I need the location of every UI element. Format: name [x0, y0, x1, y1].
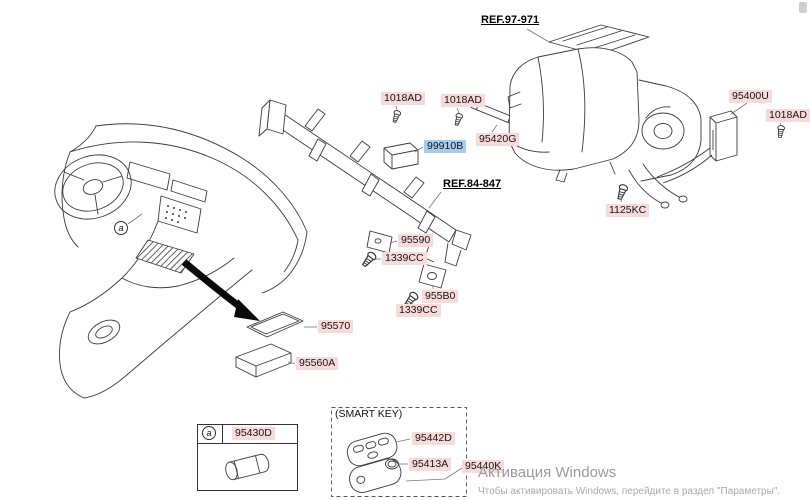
- watermark-subtitle: Чтобы активировать Windows, перейдите в …: [478, 486, 781, 497]
- hvac-unit-drawing: [507, 24, 702, 209]
- part-label-955b0[interactable]: 955B0: [422, 290, 459, 303]
- module-95400u-drawing: [656, 110, 738, 184]
- small-parts-drawings: [235, 100, 521, 378]
- leader-lines: [127, 28, 782, 482]
- part-label-1018ad-2[interactable]: 1018AD: [441, 94, 485, 107]
- ref-link-84-847[interactable]: REF.84-847: [443, 178, 502, 190]
- part-label-95400u[interactable]: 95400U: [729, 90, 772, 103]
- part-label-95430d[interactable]: 95430D: [232, 427, 275, 440]
- cylinder-part-95430d: [225, 453, 270, 481]
- part-label-1125kc[interactable]: 1125KC: [606, 204, 650, 217]
- watermark-title: Активация Windows: [478, 464, 617, 481]
- pointer-arrow: [181, 259, 260, 321]
- part-label-99910b-highlighted[interactable]: 99910B: [424, 140, 467, 153]
- dashboard-drawing: [54, 123, 308, 399]
- ref-link-97-971[interactable]: REF.97-971: [481, 14, 540, 26]
- smart-key-box-title: (SMART KEY): [335, 408, 403, 420]
- part-label-95590[interactable]: 95590: [398, 234, 434, 247]
- smart-key-drawing: [331, 407, 467, 497]
- part-label-95413a[interactable]: 95413A: [409, 458, 452, 471]
- inset-marker-a: a: [202, 426, 216, 440]
- part-label-95442d[interactable]: 95442D: [412, 432, 455, 445]
- part-label-1018ad-3[interactable]: 1018AD: [766, 109, 810, 122]
- part-label-1018ad-1[interactable]: 1018AD: [381, 92, 425, 105]
- crossmember-drawing: [258, 99, 472, 267]
- detail-marker-a: a: [114, 221, 128, 235]
- bolt-icon: [775, 124, 786, 139]
- part-label-1339cc-2[interactable]: 1339CC: [396, 304, 441, 317]
- part-label-95560a[interactable]: 95560A: [296, 357, 339, 370]
- part-label-1339cc-1[interactable]: 1339CC: [382, 252, 427, 265]
- bolt-icon: [390, 109, 402, 124]
- part-label-95420g[interactable]: 95420G: [476, 133, 520, 146]
- bolt-icon: [452, 112, 464, 127]
- part-label-95440k[interactable]: 95440K: [462, 460, 505, 473]
- part-label-95570[interactable]: 95570: [318, 320, 354, 333]
- bolt-icon: [359, 250, 378, 269]
- screen-artifact: [799, 2, 807, 13]
